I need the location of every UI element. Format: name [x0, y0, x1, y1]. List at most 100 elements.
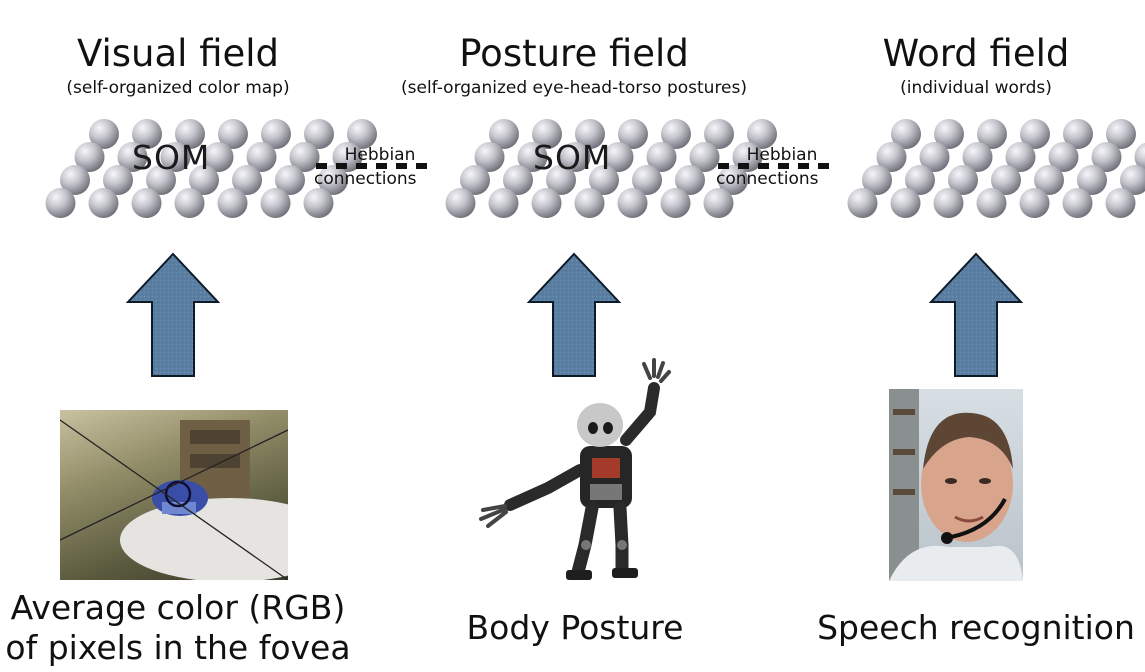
hebbian-label-line1: Hebbian	[746, 145, 818, 165]
word-field-title: Word field	[882, 32, 1070, 75]
posture-field-title: Posture field	[459, 32, 689, 75]
som-node	[891, 119, 921, 149]
speech-input-label: Speech recognition	[817, 608, 1135, 647]
visual-input-line1: Average color (RGB)	[10, 588, 346, 627]
som-node	[460, 165, 490, 195]
som-node	[1005, 142, 1036, 172]
som-node	[103, 165, 133, 195]
posture-field-subtitle: (self-organized eye-head-torso postures)	[400, 78, 748, 98]
som-node	[1105, 188, 1136, 218]
som-node	[933, 188, 964, 218]
hebbian-label-line2: connections	[314, 169, 417, 189]
som-node	[962, 142, 993, 172]
visual-input-label: Average color (RGB) of pixels in the fov…	[5, 588, 350, 668]
som-node	[503, 165, 533, 195]
som-node	[948, 165, 978, 195]
visual-som-grid	[45, 119, 377, 218]
som-node	[747, 119, 777, 149]
som-node	[74, 142, 105, 172]
som-node	[131, 188, 162, 218]
som-node	[60, 165, 90, 195]
som-node	[1048, 142, 1079, 172]
som-node	[905, 165, 935, 195]
som-node	[132, 119, 162, 149]
som-node	[304, 119, 334, 149]
up-arrow-icon	[125, 252, 221, 377]
som-node	[1091, 142, 1122, 172]
som-node	[203, 142, 234, 172]
som-node	[532, 119, 562, 149]
hebbian-label-line2: connections	[716, 169, 819, 189]
up-arrow-icon	[928, 252, 1024, 377]
visual-field-title: Visual field	[76, 32, 280, 75]
som-node	[991, 165, 1021, 195]
som-node	[232, 165, 262, 195]
som-node	[1106, 119, 1136, 149]
som-node	[575, 119, 605, 149]
posture-input-label: Body Posture	[466, 608, 684, 647]
som-node	[574, 188, 605, 218]
som-node	[1077, 165, 1107, 195]
som-node	[661, 119, 691, 149]
som-node	[618, 119, 648, 149]
som-node	[261, 119, 291, 149]
person-headset-photo	[889, 389, 1023, 581]
visual-field-subtitle: (self-organized color map)	[66, 78, 290, 98]
som-node	[1062, 188, 1093, 218]
som-node	[445, 188, 476, 218]
up-arrow-icon	[526, 252, 622, 377]
som-node	[660, 188, 691, 218]
som-node	[589, 165, 619, 195]
som-node	[174, 188, 205, 218]
som-node	[489, 119, 519, 149]
som-node	[217, 188, 248, 218]
som-node	[146, 165, 176, 195]
camera-scene-photo	[60, 410, 288, 580]
som-node	[303, 188, 334, 218]
som-node	[275, 165, 305, 195]
som-node	[632, 165, 662, 195]
som-node	[862, 165, 892, 195]
som-node	[189, 165, 219, 195]
hebbian-label-1: Hebbian connections	[314, 145, 420, 189]
som-node	[318, 165, 348, 195]
som-node	[260, 188, 291, 218]
word-som-grid	[847, 119, 1145, 218]
word-field-subtitle: (individual words)	[900, 78, 1052, 98]
hebbian-label-2: Hebbian connections	[716, 145, 822, 189]
som-node	[977, 119, 1007, 149]
som-node	[1063, 119, 1093, 149]
som-node	[919, 142, 950, 172]
som-node	[531, 188, 562, 218]
som-node	[89, 119, 119, 149]
visual-som-label: SOM	[132, 138, 211, 177]
som-node	[1034, 165, 1064, 195]
hebbian-label-line1: Hebbian	[344, 145, 416, 165]
som-node	[976, 188, 1007, 218]
som-node	[718, 165, 748, 195]
som-node	[45, 188, 76, 218]
visual-input-line2: of pixels in the fovea	[5, 628, 351, 667]
som-node	[876, 142, 907, 172]
som-node	[546, 165, 576, 195]
som-node	[646, 142, 677, 172]
som-node	[175, 119, 205, 149]
som-node	[88, 188, 119, 218]
som-node	[1120, 165, 1145, 195]
som-node	[1020, 119, 1050, 149]
som-node	[675, 165, 705, 195]
som-node	[1019, 188, 1050, 218]
som-node	[847, 188, 878, 218]
som-node	[1134, 142, 1145, 172]
robot-illustration	[479, 358, 671, 580]
som-node	[347, 119, 377, 149]
som-node	[488, 188, 519, 218]
som-node	[560, 142, 591, 172]
posture-som-label: SOM	[533, 138, 612, 177]
som-node	[890, 188, 921, 218]
som-node	[474, 142, 505, 172]
som-node	[289, 142, 320, 172]
som-node	[689, 142, 720, 172]
som-node	[934, 119, 964, 149]
